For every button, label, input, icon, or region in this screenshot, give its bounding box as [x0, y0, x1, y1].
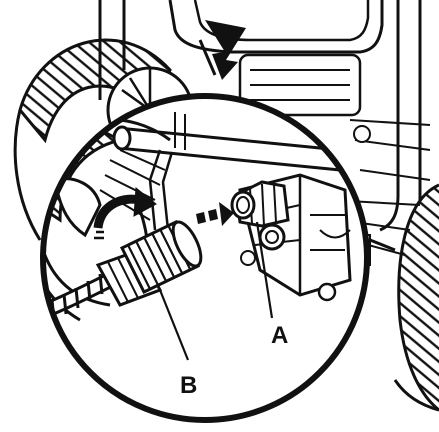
left-wheel-tread: [18, 38, 172, 144]
machine-background: [13, 0, 439, 412]
callout-label-b: B: [180, 372, 198, 399]
push-arrow-icon: [198, 20, 246, 80]
pump-outlet-fitting: [230, 180, 290, 228]
leader-line-b: [158, 289, 190, 361]
coupling-nut: [119, 220, 203, 294]
rotate-arrow-icon: [93, 187, 157, 240]
leader-line-a: [255, 221, 274, 319]
push-direction-arrow-icon: [196, 202, 234, 226]
callout-label-a: A: [271, 322, 289, 349]
hose-assembly: [43, 220, 203, 331]
right-wheel-tread: [397, 183, 439, 412]
zoom-circle-border: [40, 93, 370, 423]
